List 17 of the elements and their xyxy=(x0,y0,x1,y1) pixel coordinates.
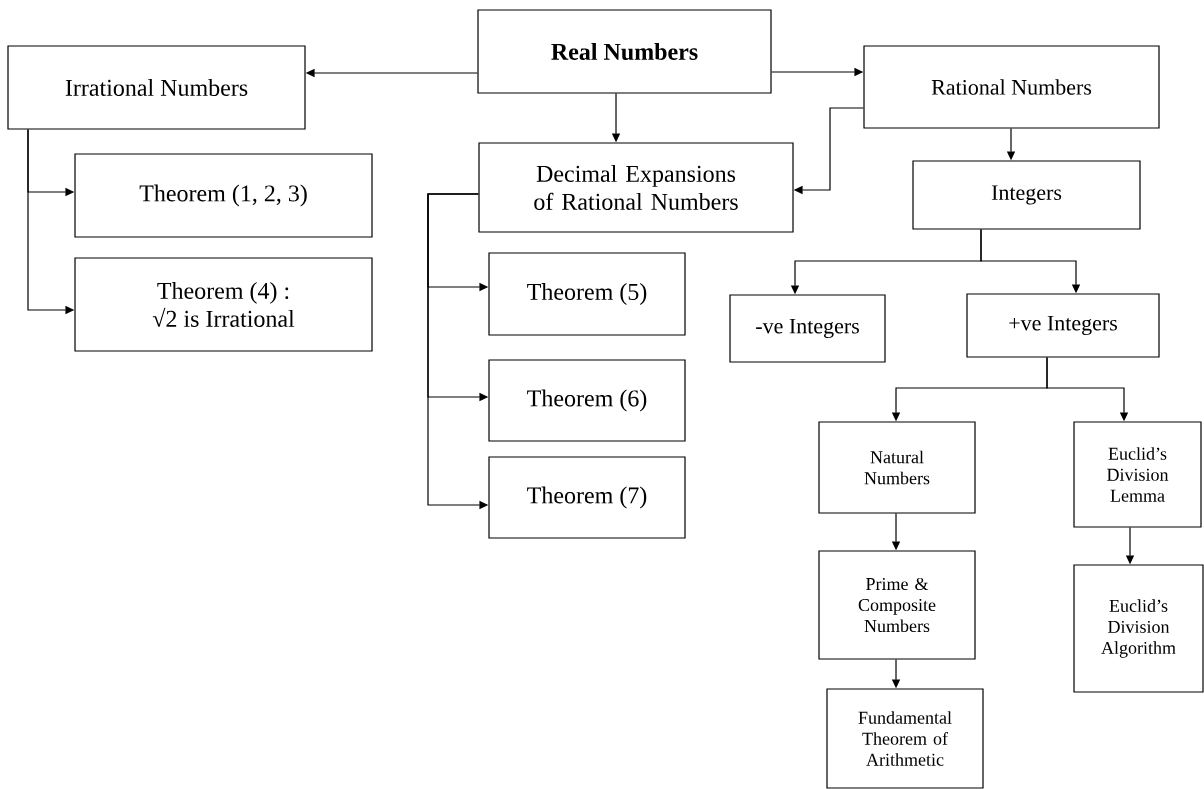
concept-box: Theorem (7) xyxy=(488,456,686,539)
concept-box: Prime & Composite Numbers xyxy=(818,550,976,660)
concept-box: Theorem (4) : √2 is Irrational xyxy=(74,257,373,352)
concept-box: Rational Numbers xyxy=(863,45,1160,129)
concept-box: Theorem (5) xyxy=(488,252,686,336)
concept-box: Theorem (6) xyxy=(488,359,686,442)
concept-box: +ve Integers xyxy=(966,293,1160,358)
concept-box: Irrational Numbers xyxy=(7,45,306,130)
concept-box: Euclid’s Division Lemma xyxy=(1073,421,1202,528)
concept-box: Decimal Expansions of Rational Numbers xyxy=(478,142,794,233)
concept-box: Euclid’s Division Algorithm xyxy=(1073,564,1204,693)
concept-box: Integers xyxy=(912,160,1141,230)
concept-box: -ve Integers xyxy=(729,294,886,363)
concept-box: Fundamental Theorem of Arithmetic xyxy=(826,688,984,789)
concept-box: Natural Numbers xyxy=(818,421,976,514)
concept-box: Theorem (1, 2, 3) xyxy=(74,153,373,238)
concept-box: Real Numbers xyxy=(477,9,772,94)
